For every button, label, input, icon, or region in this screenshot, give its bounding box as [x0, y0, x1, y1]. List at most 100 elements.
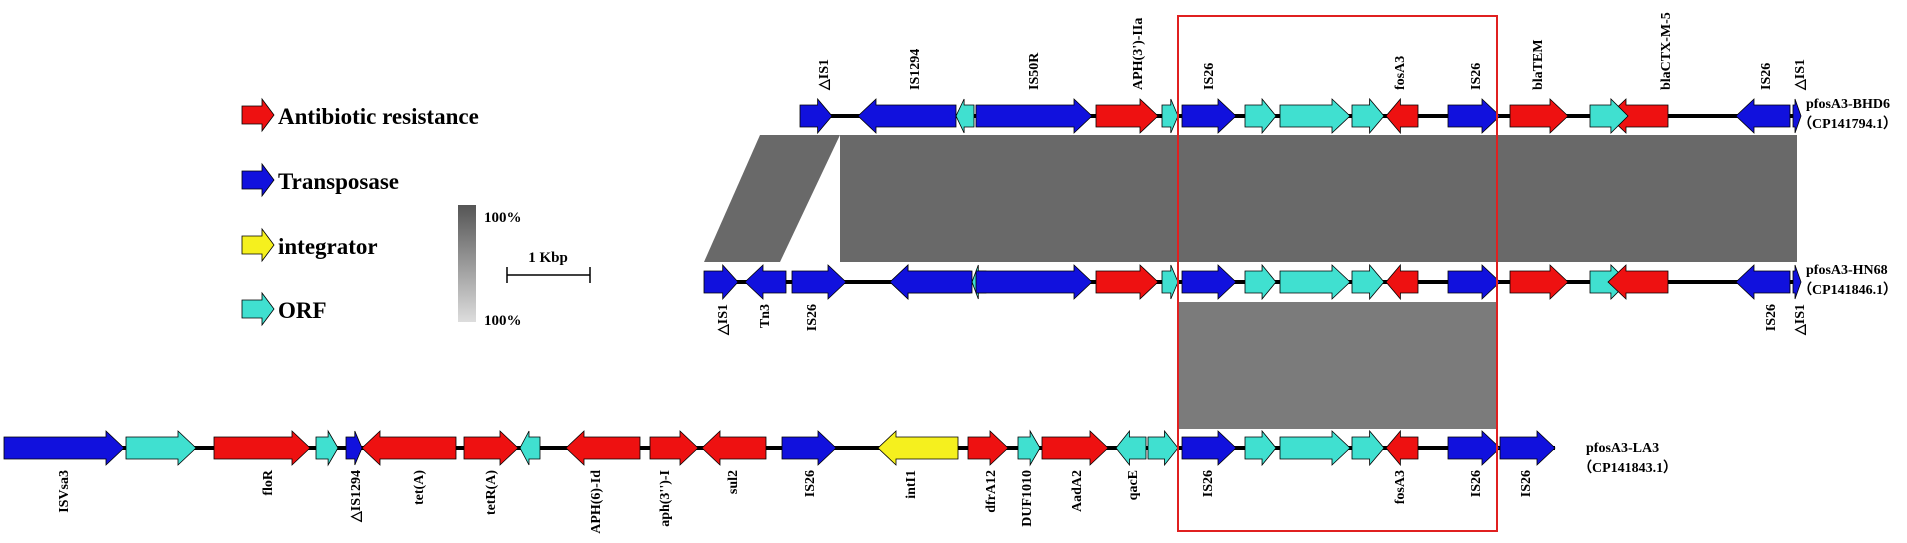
gene-label: △IS1 [1793, 59, 1808, 91]
legend-arrow-icon [241, 97, 275, 133]
gene-arrow [1161, 98, 1179, 134]
gene-arrow [1385, 429, 1419, 467]
identity-bottom-label: 100% [484, 313, 522, 329]
legend-label-transposase: Transposase [278, 169, 399, 194]
identity-gradient [458, 205, 476, 322]
gene-arrow [703, 263, 739, 301]
gene-arrow [1147, 429, 1179, 467]
gene-arrow [1161, 264, 1179, 300]
gene-arrow [889, 264, 973, 300]
gene-arrow [1095, 264, 1159, 300]
gene-label: tetR(A) [484, 470, 499, 515]
gene-arrow [1792, 98, 1802, 134]
gene-arrow [519, 430, 541, 466]
gene-arrow [1447, 264, 1501, 300]
gene-arrow [1447, 430, 1501, 466]
gene-arrow [125, 430, 197, 466]
plasmid-name-1: pfosA3-BHD6 [1806, 97, 1890, 112]
gene-label: ISVsa3 [57, 470, 72, 513]
row3-gene-labels: ISVsa3 floR △IS1294 tet(A) tetR(A) APH(6… [57, 469, 1534, 534]
plasmid-accession-3: （CP141843.1） [1578, 460, 1677, 476]
gene-label: tet(A) [412, 470, 427, 505]
legend-arrow-icon [241, 227, 275, 263]
gene-label: IS26 [1469, 470, 1484, 497]
gene-label: floR [261, 469, 276, 496]
gene-label: DUF1010 [1020, 470, 1035, 527]
gene-arrow [701, 430, 767, 466]
gene-arrow [781, 430, 837, 466]
gene-arrow [463, 430, 519, 466]
homology-block-left [704, 135, 840, 262]
gene-arrow [1115, 429, 1147, 467]
gene-arrows [3, 97, 1802, 467]
gene-arrow [1735, 98, 1791, 134]
gene-label: IS26 [1201, 470, 1216, 497]
gene-arrow [877, 430, 959, 466]
gene-arrow [1385, 263, 1419, 301]
gene-label: △IS1 [1793, 304, 1808, 336]
gene-label: IS26 [1759, 63, 1774, 90]
gene-arrow [345, 430, 363, 466]
gene-arrow [1509, 98, 1569, 134]
gene-label: △IS1294 [349, 470, 364, 523]
gene-arrow [1279, 264, 1351, 300]
gene-arrow [1041, 430, 1109, 466]
gene-arrow [857, 98, 957, 134]
plasmid-accession-2: （CP141846.1） [1798, 282, 1897, 298]
gene-arrow [1279, 430, 1351, 466]
gene-arrow [1351, 429, 1385, 467]
identity-top-label: 100% [484, 210, 522, 226]
gene-arrow [315, 429, 339, 467]
gene-label: sul2 [726, 470, 741, 494]
legend: Antibiotic resistance Transposase integr… [241, 97, 479, 327]
gene-label: AadA2 [1070, 470, 1085, 512]
row2-gene-labels: △IS1 Tn3 IS26 IS26 △IS1 [716, 304, 1808, 336]
legend-arrow-icon [241, 291, 275, 327]
gene-label: IS50R [1027, 52, 1042, 90]
legend-arrow-icon [241, 162, 275, 198]
gene-arrow [1181, 98, 1237, 134]
gene-arrow [1095, 98, 1159, 134]
gene-arrow [1499, 430, 1556, 466]
plasmid-accession-1: （CP141794.1） [1798, 116, 1897, 132]
gene-arrow [1244, 97, 1277, 135]
gene-label: blaTEM [1531, 39, 1546, 90]
gene-label: IS26 [1764, 304, 1779, 331]
gene-arrow [361, 430, 457, 466]
homology-blocks [704, 135, 1797, 429]
gene-label: IS26 [1519, 470, 1534, 497]
homology-block-top [840, 135, 1797, 262]
gene-label: △IS1 [716, 304, 731, 336]
gene-arrow [1792, 264, 1802, 300]
gene-label: APH(6)-Id [589, 470, 604, 534]
gene-label: fosA3 [1393, 56, 1408, 90]
plasmid-name-3: pfosA3-LA3 [1586, 441, 1659, 456]
gene-arrow [967, 430, 1009, 466]
gene-arrow [1279, 98, 1351, 134]
gene-arrow [799, 97, 833, 135]
gene-label: qacE [1126, 470, 1141, 500]
identity-scale: 100% 100% [458, 205, 522, 329]
row1-gene-labels: △IS1 IS1294 IS50R APH(3')-IIa IS26 fosA3… [817, 12, 1808, 91]
gene-arrow [1244, 263, 1277, 301]
gene-arrow [1244, 429, 1277, 467]
gene-arrow [649, 430, 699, 466]
gene-label: aph(3'')-I [658, 470, 673, 527]
gene-label: blaCTX-M-5 [1659, 12, 1674, 90]
gene-label: Tn3 [758, 304, 773, 328]
gene-arrow [1607, 264, 1669, 300]
gene-label: intI1 [904, 470, 919, 499]
scale-bar: 1 Kbp [506, 250, 591, 283]
gene-label: IS26 [1469, 63, 1484, 90]
gene-arrow [1181, 264, 1237, 300]
gene-arrow [1181, 430, 1237, 466]
gene-label: fosA3 [1393, 470, 1408, 504]
gene-arrow [955, 98, 975, 134]
gene-arrow [975, 98, 1093, 134]
gene-arrow [744, 264, 787, 300]
gene-arrow [3, 430, 125, 466]
gene-arrow [1017, 429, 1041, 467]
gene-label: IS26 [805, 304, 820, 331]
gene-label: APH(3')-IIa [1131, 18, 1146, 90]
